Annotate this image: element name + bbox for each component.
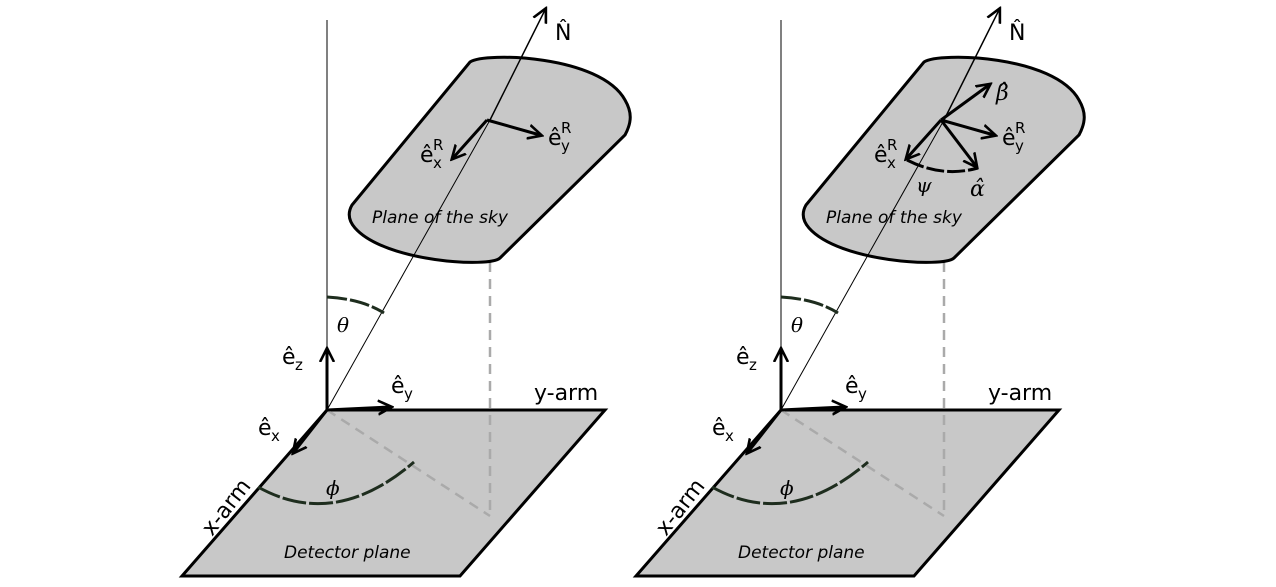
detector-plane-label: Detector plane [738,543,865,563]
svg-text:ê: ê [548,126,562,151]
phi-arc [711,460,869,506]
sky-plane [347,55,632,264]
svg-text:R: R [1015,119,1025,137]
svg-text:ê: ê [391,374,405,399]
ey-label: ê y [845,374,867,403]
projection-dashed-line [780,408,945,518]
ex-arrow [748,409,783,452]
svg-text:x: x [887,154,896,172]
detector-plane [632,408,1063,578]
svg-text:z: z [749,356,757,374]
ey-r-arrow [940,118,994,135]
svg-text:x: x [725,427,734,445]
svg-text:y: y [858,385,867,403]
phi-label: ϕ [780,476,794,500]
psi-label: ψ [916,173,932,197]
detector-plane-label: Detector plane [284,543,411,563]
y-arm-label: y-arm [988,381,1052,406]
n-hat-arrow [943,10,999,121]
detector-plane [178,408,609,578]
svg-text:ê: ê [282,345,296,370]
svg-text:ê: ê [1002,126,1016,151]
svg-text:ê: ê [874,143,888,168]
beta-arrow [940,85,989,122]
n-hat-arrow [489,10,545,121]
theta-label: θ [337,313,349,337]
ez-label: ê z [736,345,757,374]
left-panel: N̂ ê x R ê y R Plane of the sky θ ê z ê … [178,10,632,578]
sky-normal-line [867,119,945,256]
svg-text:z: z [295,356,303,374]
theta-label: θ [791,313,803,337]
svg-text:y: y [404,385,413,403]
right-panel: N̂ β̂ ê x R ê y R ψ α̂ Plane of the sky … [632,10,1086,578]
ex-r-arrow [453,118,489,158]
svg-text:R: R [887,136,897,154]
ex-r-arrow [907,118,943,158]
n-hat-label: N̂ [555,20,571,46]
theta-arc [326,295,385,315]
svg-text:y: y [561,137,570,155]
svg-text:R: R [433,136,443,154]
phi-arc [257,460,415,506]
ey-arrow [780,407,844,410]
svg-text:ê: ê [736,345,750,370]
alpha-label: α̂ [970,177,985,202]
ex-label: ê x [258,416,280,445]
alpha-arrow [939,119,976,166]
ey-r-arrow [486,118,540,135]
sky-plane-label: Plane of the sky [826,208,963,228]
sky-normal-line [413,119,491,256]
beta-label: β̂ [995,81,1009,106]
ez-label: ê z [282,345,303,374]
theta-arc [780,295,839,315]
ey-r-label: ê y R [1002,119,1025,155]
ey-arrow [326,407,390,410]
phi-label: ϕ [326,476,340,500]
ex-r-label: ê x R [420,136,443,172]
svg-text:y: y [1015,137,1024,155]
ex-r-label: ê x R [874,136,897,172]
svg-text:R: R [561,119,571,137]
n-hat-label: N̂ [1009,20,1025,46]
sky-plane-label: Plane of the sky [372,208,509,228]
svg-text:x: x [433,154,442,172]
sky-plane [801,55,1086,264]
svg-text:ê: ê [845,374,859,399]
svg-text:ê: ê [420,143,434,168]
line-of-sight [780,254,869,411]
ey-label: ê y [391,374,413,403]
ex-arrow [294,409,329,452]
projection-dashed-line [326,408,491,518]
svg-text:ê: ê [712,416,726,441]
y-arm-label: y-arm [534,381,598,406]
line-of-sight [326,254,415,411]
ey-r-label: ê y R [548,119,571,155]
ex-label: ê x [712,416,734,445]
svg-text:x: x [271,427,280,445]
svg-text:ê: ê [258,416,272,441]
